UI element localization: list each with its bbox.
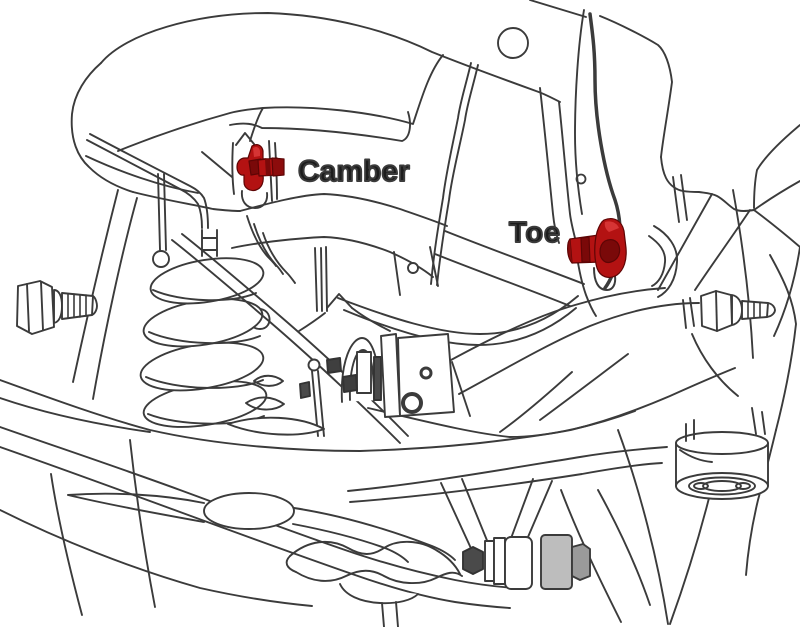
svg-text:Camber: Camber: [298, 155, 410, 188]
svg-text:Toe: Toe: [509, 217, 561, 249]
